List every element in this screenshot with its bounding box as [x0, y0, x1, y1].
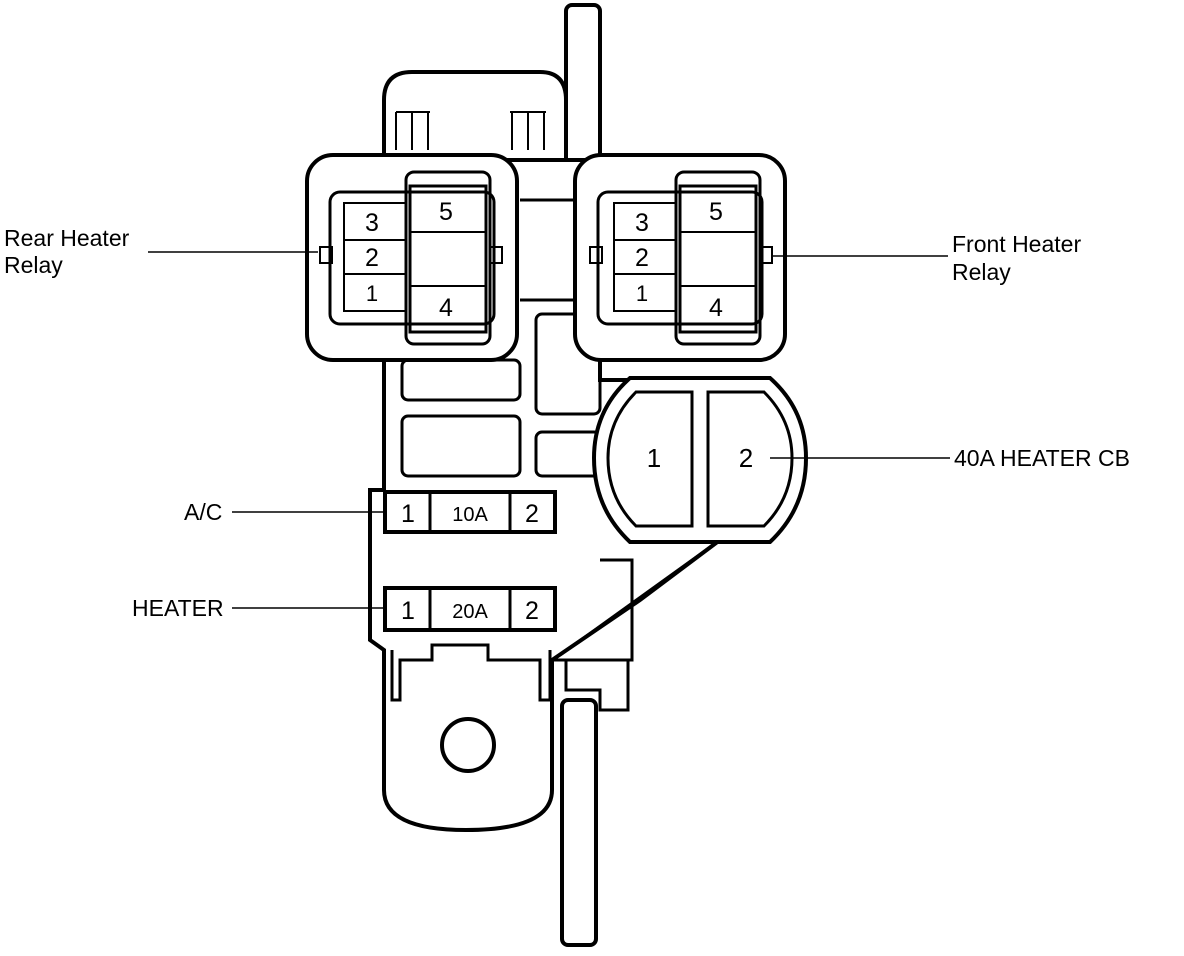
front-relay-pin-1: 1 [636, 281, 648, 306]
front-heater-relay-label-line2: Relay [952, 259, 1011, 285]
mounting-hole [440, 717, 496, 773]
ac-fuse-rating: 10A [452, 504, 488, 526]
mounting-rod [560, 3, 602, 947]
ac-label: A/C [184, 499, 222, 525]
rear-heater-relay-label-line1: Rear Heater [4, 225, 130, 251]
front-relay-pin-4: 4 [709, 294, 723, 322]
circuit-breaker-pin-2: 2 [739, 443, 753, 473]
circuit-breaker-pin-1: 1 [647, 443, 661, 473]
front-heater-relay: 3 2 1 5 4 [573, 153, 787, 362]
heater-fuse: 1 20A 2 [383, 586, 557, 632]
rear-relay-pin-2: 2 [365, 244, 379, 272]
heater-label: HEATER [132, 595, 224, 621]
rear-relay-pin-1: 1 [366, 281, 378, 306]
heater-circuit-breaker: 1 2 [591, 376, 809, 544]
heater-fuse-pin-2: 2 [525, 597, 539, 625]
heater-fuse-rating: 20A [452, 601, 488, 623]
front-relay-pin-2: 2 [635, 244, 649, 272]
top-clip [382, 70, 568, 167]
front-relay-pin-3: 3 [635, 209, 649, 237]
ac-fuse: 1 10A 2 [383, 490, 557, 534]
front-relay-pin-5: 5 [709, 198, 723, 226]
ac-fuse-pin-1: 1 [401, 500, 415, 528]
heater-cb-label: 40A HEATER CB [954, 445, 1130, 471]
rear-relay-pin-3: 3 [365, 209, 379, 237]
rear-relay-pin-4: 4 [439, 294, 453, 322]
rear-relay-pin-5: 5 [439, 198, 453, 226]
front-heater-relay-label-line1: Front Heater [952, 231, 1081, 257]
heater-fuse-pin-1: 1 [401, 597, 415, 625]
rear-heater-relay: 3 2 1 5 4 [305, 153, 519, 362]
ac-fuse-pin-2: 2 [525, 500, 539, 528]
rear-heater-relay-label-line2: Relay [4, 252, 63, 278]
